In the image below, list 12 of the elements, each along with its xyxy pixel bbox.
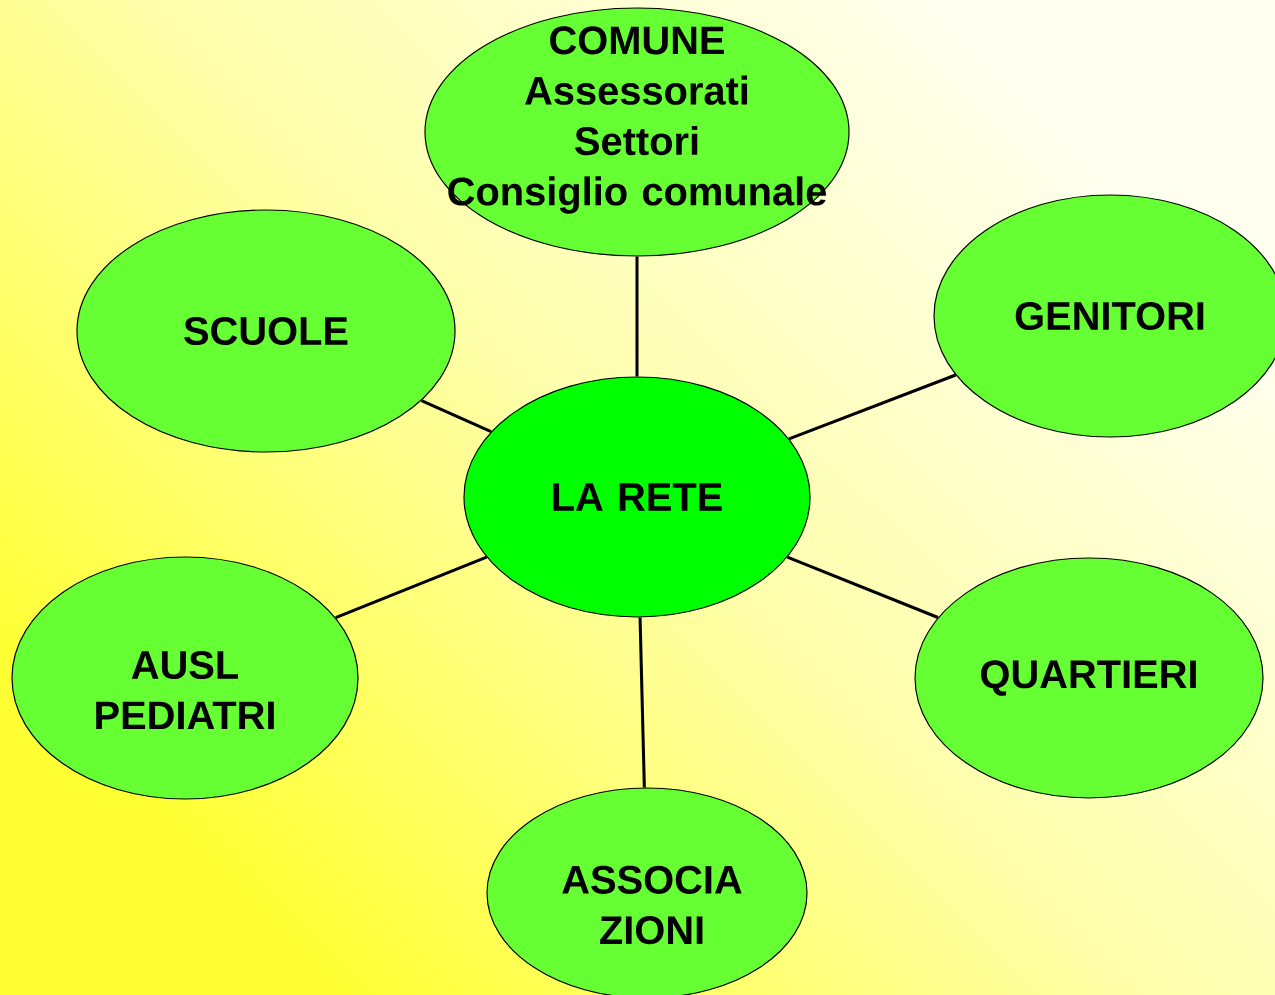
connector-line <box>635 256 639 377</box>
connector-line <box>335 555 488 620</box>
ellipse-node: ASSOCIA ZIONI <box>486 787 808 995</box>
connector-line <box>786 555 939 619</box>
ellipse-node: QUARTIERI <box>914 557 1264 799</box>
connector-line <box>420 399 492 434</box>
connector-line <box>638 617 646 788</box>
ellipse-node: AUSL PEDIATRI <box>11 556 359 800</box>
ellipse-node: SCUOLE <box>76 209 456 453</box>
connector-line <box>788 373 957 441</box>
ellipse-node: LA RETE <box>463 376 811 618</box>
ellipse-node: GENITORI <box>933 194 1275 438</box>
